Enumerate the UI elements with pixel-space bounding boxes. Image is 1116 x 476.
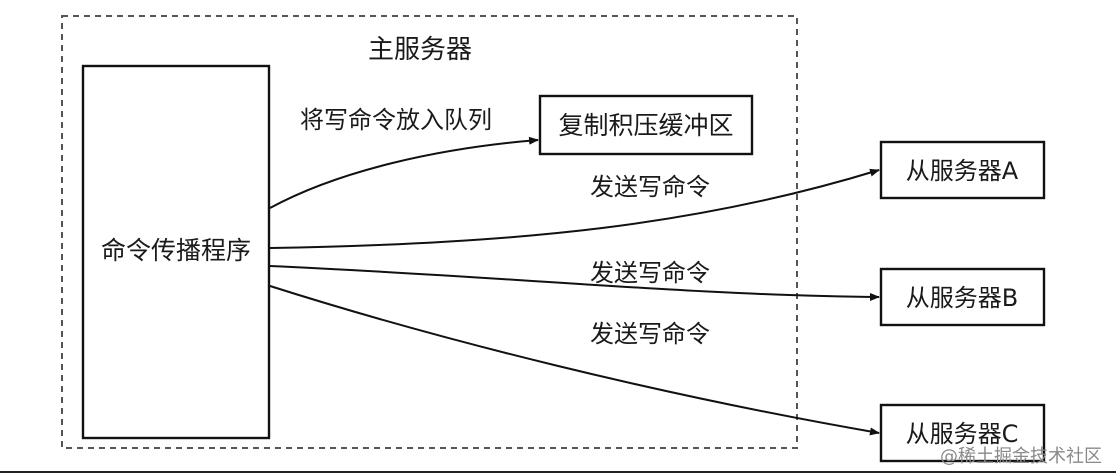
command-propagator-box [81,64,271,440]
queue-edge-label: 将写命令放入队列 [300,106,492,134]
replication-backlog-label: 复制积压缓冲区 [558,111,733,140]
send-edge-label-c: 发送写命令 [590,320,710,348]
slave-server-a-box [879,140,1046,200]
slave-server-b-label: 从服务器B [906,284,1018,312]
queue-arrow [269,136,539,209]
slave-server-c-label: 从服务器C [906,420,1019,448]
send-edge-label-a: 发送写命令 [590,173,710,201]
send-arrow-b [269,265,880,301]
send-edge-label-b: 发送写命令 [590,259,710,287]
send-arrow-c [269,285,880,436]
slave-server-c-box [879,403,1046,463]
replication-backlog-box [538,94,754,156]
master-server-label: 主服务器 [368,35,472,65]
command-propagator-label: 命令传播程序 [101,236,251,265]
slave-server-b-box [879,267,1046,327]
watermark-text: @稀土掘金技术社区 [940,446,1102,467]
send-arrow-a [269,168,880,249]
master-server-container [61,15,798,449]
slave-server-a-label: 从服务器A [906,157,1019,185]
